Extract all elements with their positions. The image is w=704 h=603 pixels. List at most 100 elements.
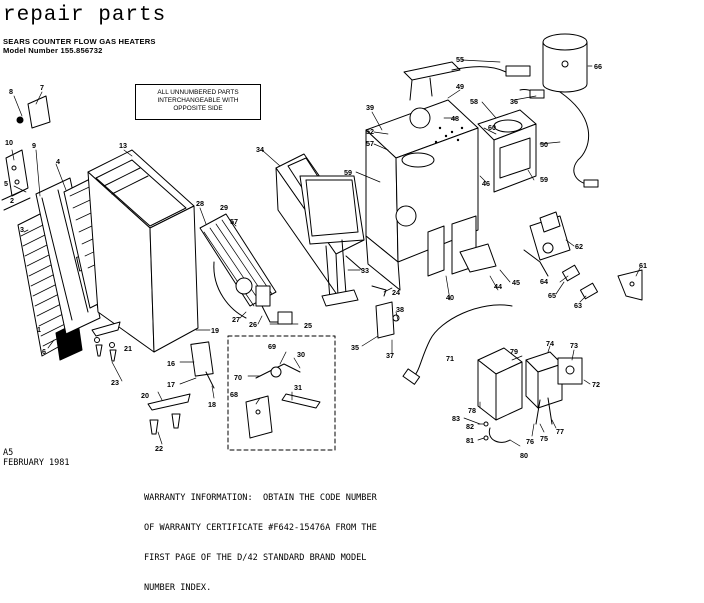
callout-39: 39 [366, 103, 374, 112]
callout-62: 62 [575, 242, 583, 251]
callout-80: 80 [520, 451, 528, 460]
page-title: repair parts [3, 4, 167, 27]
callout-9: 9 [32, 141, 36, 150]
callout-74: 74 [546, 339, 554, 348]
callout-77: 77 [556, 427, 564, 436]
callout-44: 44 [494, 282, 502, 291]
callout-82: 82 [466, 422, 474, 431]
callout-50: 50 [540, 140, 548, 149]
callout-58: 58 [470, 97, 478, 106]
callout-55: 55 [456, 55, 464, 64]
warranty-line: WARRANTY INFORMATION: OBTAIN THE CODE NU… [144, 493, 377, 503]
top-control-linkage [403, 61, 545, 129]
callout-30: 30 [297, 350, 305, 359]
revision-date: FEBRUARY 1981 [3, 458, 70, 468]
heat-exchanger [275, 153, 365, 307]
warranty-line: NUMBER INDEX. [144, 583, 212, 593]
cabinet-housing [87, 149, 199, 353]
callout-57a: 57 [230, 217, 238, 226]
interchangeable-parts-note: ALL UNNUMBERED PARTS INTERCHANGEABLE WIT… [135, 84, 261, 120]
callout-48: 48 [451, 114, 459, 123]
note-line: OPPOSITE SIDE [173, 105, 223, 112]
callout-76: 76 [526, 437, 534, 446]
burner-assembly [199, 213, 293, 325]
callout-49: 49 [456, 82, 464, 91]
callout-68: 68 [230, 390, 238, 399]
callout-13: 13 [119, 141, 127, 150]
model-number: Model Number 155.856732 [3, 46, 103, 55]
callout-63: 63 [574, 301, 582, 310]
callout-45: 45 [512, 278, 520, 287]
callout-75: 75 [540, 434, 548, 443]
callout-28: 28 [196, 199, 204, 208]
callout-20: 20 [141, 391, 149, 400]
warranty-line: FIRST PAGE OF THE D/42 STANDARD BRAND MO… [144, 553, 367, 563]
callout-21: 21 [124, 344, 132, 353]
callout-72: 72 [592, 380, 600, 389]
callout-19: 19 [211, 326, 219, 335]
callout-22: 22 [155, 444, 163, 453]
note-line: INTERCHANGEABLE WITH [157, 97, 239, 104]
callout-83: 83 [452, 414, 460, 423]
callout-16: 16 [167, 359, 175, 368]
callout-78: 78 [468, 406, 476, 415]
junction-box [477, 347, 523, 443]
callout-38: 38 [396, 305, 404, 314]
leader-lines [11, 59, 641, 447]
callout-57b: 57 [366, 139, 374, 148]
callout-1: 1 [37, 325, 41, 334]
callout-61: 61 [639, 261, 647, 270]
callout-37: 37 [386, 351, 394, 360]
thermocouple-cable [402, 304, 513, 385]
product-line: SEARS COUNTER FLOW GAS HEATERS [3, 37, 156, 46]
revision-date-block: A5 FEBRUARY 1981 [3, 448, 70, 468]
callout-27: 27 [232, 315, 240, 324]
exploded-parts-diagram: 1 2 3 4 5 6 7 8 9 10 13 16 17 18 19 20 2… [1, 33, 647, 460]
callout-3: 3 [20, 225, 24, 234]
callout-36: 36 [510, 97, 518, 106]
callout-31: 31 [294, 383, 302, 392]
callout-70: 70 [234, 373, 242, 382]
transformer-can [542, 33, 599, 188]
callout-25: 25 [304, 321, 312, 330]
callout-2: 2 [10, 196, 14, 205]
callout-17: 17 [167, 380, 175, 389]
page-code: A5 [3, 448, 14, 458]
callout-64: 64 [540, 277, 548, 286]
callout-46: 46 [482, 179, 490, 188]
gas-valve [523, 211, 599, 300]
callout-6: 6 [42, 347, 46, 356]
callout-81: 81 [466, 436, 474, 445]
combustion-chamber [365, 99, 479, 291]
callout-69: 69 [268, 342, 276, 351]
control-relay [525, 351, 583, 425]
callout-40: 40 [446, 293, 454, 302]
callout-5: 5 [4, 179, 8, 188]
mounting-bracket [617, 269, 643, 301]
callout-18: 18 [208, 400, 216, 409]
left-bracket-parts [1, 95, 51, 211]
pilot-kit-box [227, 335, 336, 451]
callout-8: 8 [9, 87, 13, 96]
callout-23: 23 [111, 378, 119, 387]
model-heading: SEARS COUNTER FLOW GAS HEATERS Model Num… [3, 37, 156, 55]
callout-52: 52 [366, 127, 374, 136]
callout-7: 7 [40, 83, 44, 92]
leg-brackets [91, 321, 191, 435]
callout-10: 10 [5, 138, 13, 147]
callout-79: 79 [510, 347, 518, 356]
callout-60: 60 [488, 123, 496, 132]
callout-59: 59 [540, 175, 548, 184]
callout-24: 24 [392, 288, 400, 297]
part-callouts: 1 2 3 4 5 6 7 8 9 10 13 16 17 18 19 20 2… [4, 55, 647, 460]
callout-4: 4 [56, 157, 60, 166]
pilot-bracket-parts [190, 341, 215, 389]
callout-29: 29 [220, 203, 228, 212]
warranty-line: OF WARRANTY CERTIFICATE #F642-15476A FRO… [144, 523, 377, 533]
callout-71: 71 [446, 354, 454, 363]
callout-34: 34 [256, 145, 264, 154]
callout-66: 66 [594, 62, 602, 71]
air-shutter-parts [345, 243, 497, 339]
callout-26: 26 [249, 320, 257, 329]
note-line: ALL UNNUMBERED PARTS [157, 89, 239, 96]
